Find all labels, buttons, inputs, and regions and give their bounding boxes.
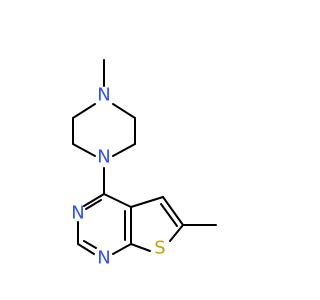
bond-n1-c7a: [112, 243, 132, 255]
bond-c2-n1-double: [83, 240, 97, 249]
bond-c5-c6-double: [160, 203, 178, 227]
bond-c6-s: [169, 224, 184, 242]
bond-pip-3: [112, 143, 136, 157]
atom-n-pyrimidine-1: N: [97, 248, 110, 269]
atom-s-thiophene: S: [154, 238, 165, 259]
molecule-structure: N N N N S: [71, 59, 217, 269]
bond-pip-6: [72, 103, 96, 119]
atom-n-pyrimidine-3: N: [71, 203, 84, 224]
atom-n-piperazine: N: [97, 147, 110, 168]
bond-s-c7a: [130, 243, 151, 252]
bond-pip-4: [72, 143, 96, 157]
bond-c4-n3: [83, 193, 105, 207]
atom-n-methyl: N: [97, 85, 110, 106]
molecule-canvas: N N N N S: [71, 59, 217, 269]
bond-pip-1: [112, 103, 136, 119]
bond-c4-n3-double: [85, 199, 102, 210]
bond-c2-n1: [77, 243, 95, 255]
bond-c4a-c4: [103, 193, 132, 208]
bond-c5-c6: [162, 196, 184, 226]
bond-c4a-c5: [130, 196, 164, 208]
